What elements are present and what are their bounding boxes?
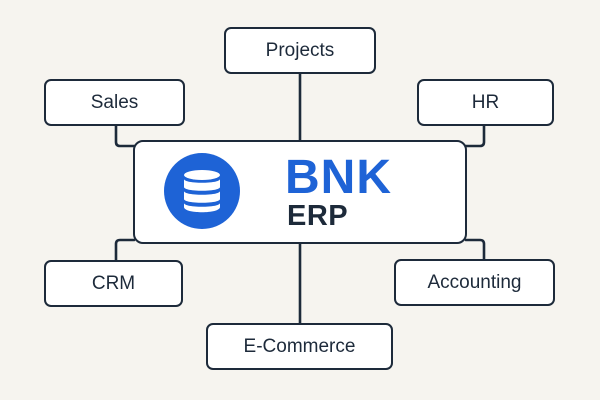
module-accounting[interactable]: Accounting: [394, 259, 555, 306]
module-accounting-label: Accounting: [427, 271, 522, 293]
module-crm-label: CRM: [91, 272, 136, 294]
brand-subtitle: ERP: [287, 200, 349, 232]
connector-crm: [114, 238, 136, 262]
erp-core-box[interactable]: BNK ERP: [133, 140, 467, 244]
connector-hr: [464, 124, 486, 148]
module-hr[interactable]: HR: [417, 79, 554, 126]
module-ecommerce-label: E-Commerce: [243, 335, 356, 357]
module-sales-label: Sales: [90, 91, 139, 113]
module-crm[interactable]: CRM: [44, 260, 183, 307]
brand-name: BNK: [285, 151, 392, 204]
module-hr-label: HR: [471, 91, 500, 113]
connector-accounting: [464, 238, 486, 261]
module-projects-label: Projects: [265, 39, 335, 61]
database-icon: [164, 153, 240, 229]
module-ecommerce[interactable]: E-Commerce: [206, 323, 393, 370]
module-sales[interactable]: Sales: [44, 79, 185, 126]
connector-sales: [114, 124, 136, 148]
module-projects[interactable]: Projects: [224, 27, 376, 74]
